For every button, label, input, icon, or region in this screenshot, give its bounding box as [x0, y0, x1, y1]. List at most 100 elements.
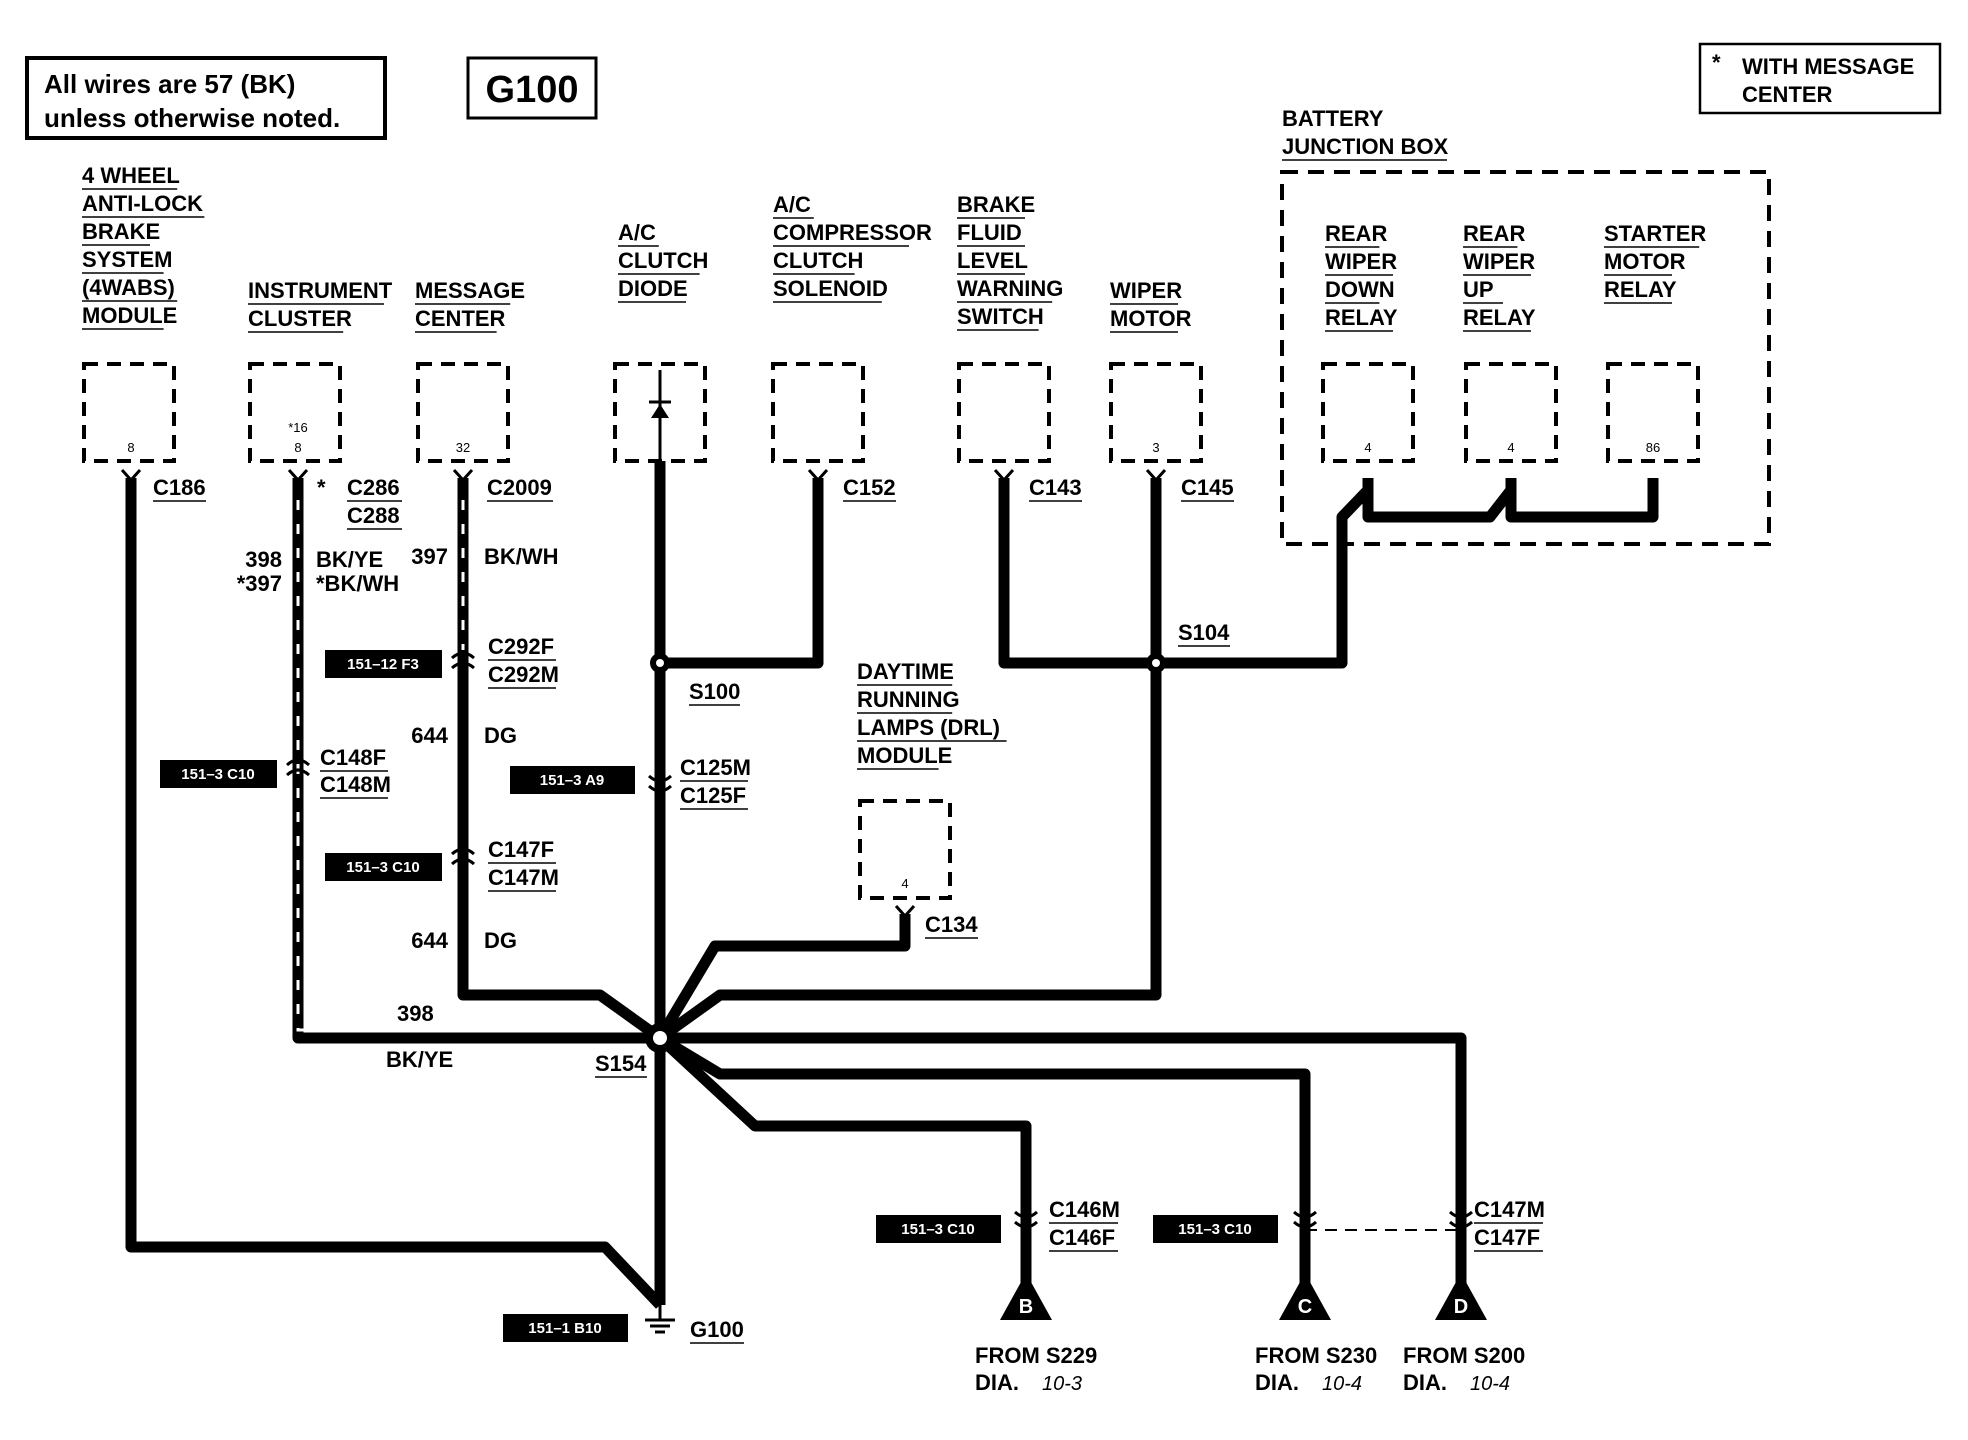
pin-rwd-4: 4	[1364, 440, 1371, 455]
label-4wabs-module-line: ANTI-LOCK	[82, 191, 203, 216]
label-4wabs-module-line: SYSTEM	[82, 247, 172, 272]
legend-line2: CENTER	[1742, 82, 1833, 107]
inline-connector-c125	[647, 774, 673, 793]
connector-c143: C143	[1029, 475, 1082, 500]
connector-c125m: C125M	[680, 755, 751, 780]
connector-c147m: C147M	[488, 865, 559, 890]
wire-398: 398	[245, 547, 282, 572]
legend-line1: WITH MESSAGE	[1742, 54, 1914, 79]
connector-mark	[287, 468, 309, 483]
label-rear-wiper-down-relay-line: WIPER	[1325, 249, 1397, 274]
wire-397: 397	[411, 544, 448, 569]
connector-c125f: C125F	[680, 783, 746, 808]
label-brake-fluid-level-warning-switch-line: WARNING	[957, 276, 1063, 301]
connector-mark	[894, 904, 916, 919]
ground-title: G100	[486, 69, 579, 111]
connector-c148m: C148M	[320, 772, 391, 797]
offpage-ref-d: 10-4	[1470, 1373, 1510, 1395]
box-message-center	[416, 362, 510, 463]
offpage-marker-b	[1000, 1273, 1052, 1320]
bjb-label-line1: BATTERY	[1282, 106, 1384, 131]
label-wiper-motor-line: MOTOR	[1110, 306, 1192, 331]
wire-color-bkye-horizontal: BK/YE	[386, 1047, 453, 1072]
offpage-letter-b: B	[1019, 1296, 1033, 1318]
label-instrument-cluster-line: CLUSTER	[248, 306, 352, 331]
splice-s154-label: S154	[595, 1051, 647, 1076]
offpage-letter-c: C	[1298, 1296, 1312, 1318]
label-ac-compressor-clutch-solenoid-line: CLUTCH	[773, 248, 863, 273]
label-brake-fluid-level-warning-switch-line: LEVEL	[957, 248, 1028, 273]
offpage-connectors: B FROM S229 DIA. 10-3 C FROM S230 DIA. 1…	[975, 1273, 1525, 1395]
connector-c134: C134	[925, 912, 978, 937]
pin-ic-star16: *16	[288, 420, 308, 435]
inline-connector-c292	[450, 651, 476, 670]
connector-mark	[993, 468, 1015, 483]
page-ref: 151–3 C10	[181, 766, 254, 783]
label-ac-compressor-clutch-solenoid-line: A/C	[773, 192, 811, 217]
wire-color-note: All wires are 57 (BK) unless otherwise n…	[25, 56, 387, 140]
offpage-ref-c: 10-4	[1322, 1373, 1362, 1395]
wire-color-dg: DG	[484, 723, 517, 748]
pin-drl-4: 4	[901, 876, 908, 891]
wire-color-bkye: BK/YE	[316, 547, 383, 572]
legend-box: * WITH MESSAGE CENTER	[1698, 42, 1942, 115]
label-drl-module-line: MODULE	[857, 743, 952, 768]
pin-numbers: 8 *16 8 32 3 4 4 86 4	[127, 420, 1660, 891]
label-brake-fluid-level-warning-switch-line: FLUID	[957, 220, 1022, 245]
label-wiper-motor-line: WIPER	[1110, 278, 1182, 303]
label-starter-motor-relay-line: STARTER	[1604, 221, 1706, 246]
page-references: 151–12 F3 151–3 C10 151–3 C10 151–3 A9 1…	[160, 650, 1278, 1342]
page-ref: 151–3 A9	[540, 772, 605, 789]
label-drl-module-line: LAMPS (DRL)	[857, 715, 1000, 740]
box-ac-compressor-clutch-solenoid	[771, 362, 865, 463]
connector-marks	[120, 468, 1474, 1229]
label-drl-module-line: RUNNING	[857, 687, 960, 712]
offpage-dia-d: DIA.	[1403, 1370, 1447, 1395]
connector-c2009: C2009	[487, 475, 552, 500]
label-rear-wiper-down-relay-line: REAR	[1325, 221, 1387, 246]
offpage-from-b: FROM S229	[975, 1343, 1097, 1368]
label-rear-wiper-up-relay-line: RELAY	[1463, 305, 1536, 330]
splice-s100-label: S100	[689, 679, 740, 704]
label-ac-clutch-diode-line: DIODE	[618, 276, 688, 301]
page-ref: 151–12 F3	[347, 656, 419, 673]
component-boxes	[82, 362, 1700, 900]
label-starter-motor-relay-line: MOTOR	[1604, 249, 1686, 274]
splices: S100 S104 S154	[595, 620, 1230, 1078]
label-rear-wiper-up-relay-line: WIPER	[1463, 249, 1535, 274]
wire-note-line2: unless otherwise noted.	[44, 103, 340, 133]
bjb-label-line2: JUNCTION BOX	[1282, 134, 1449, 159]
ground-g100: G100	[645, 1305, 744, 1344]
wiring	[125, 461, 1659, 1309]
connector-c147f-b: C147F	[1474, 1225, 1540, 1250]
label-ac-clutch-diode-line: A/C	[618, 220, 656, 245]
inline-connector-c146	[1013, 1210, 1039, 1229]
diode-symbol	[649, 370, 671, 461]
connector-c145: C145	[1181, 475, 1234, 500]
label-drl-module-line: DAYTIME	[857, 659, 954, 684]
page-ref: 151–1 B10	[528, 1320, 601, 1337]
wire-644: 644	[411, 723, 448, 748]
connector-labels: C186 * C286 C288 C2009 C152 C143 C145 C1…	[153, 475, 1545, 1252]
battery-junction-box: BATTERY JUNCTION BOX	[1280, 106, 1771, 546]
label-starter-motor-relay-line: RELAY	[1604, 277, 1677, 302]
ground-label: G100	[690, 1317, 744, 1342]
legend-star: *	[1712, 50, 1721, 75]
label-4wabs-module-line: 4 WHEEL	[82, 163, 180, 188]
wire-color-star-bkwh: *BK/WH	[316, 571, 399, 596]
connector-c147f: C147F	[488, 837, 554, 862]
connector-c146f: C146F	[1049, 1225, 1115, 1250]
offpage-from-c: FROM S230	[1255, 1343, 1377, 1368]
label-rear-wiper-down-relay-line: DOWN	[1325, 277, 1395, 302]
page-ref: 151–3 C10	[346, 859, 419, 876]
connector-c186: C186	[153, 475, 206, 500]
offpage-letter-d: D	[1454, 1296, 1468, 1318]
label-4wabs-module-line: (4WABS)	[82, 275, 175, 300]
box-instrument-cluster	[248, 362, 342, 463]
page-ref: 151–3 C10	[1178, 1221, 1251, 1238]
label-instrument-cluster-line: INSTRUMENT	[248, 278, 393, 303]
box-brake-fluid-switch	[957, 362, 1051, 463]
label-brake-fluid-level-warning-switch-line: BRAKE	[957, 192, 1035, 217]
label-rear-wiper-up-relay-line: UP	[1463, 277, 1494, 302]
connector-c286-star: *	[317, 475, 326, 500]
